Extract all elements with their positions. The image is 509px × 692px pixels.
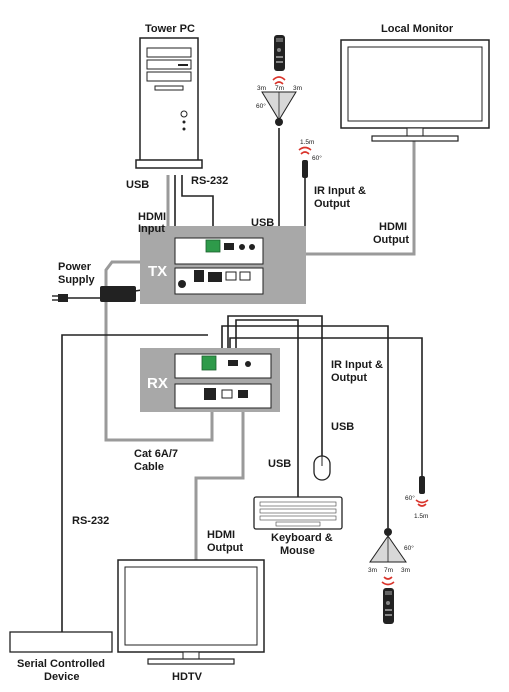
keyboard — [253, 496, 343, 530]
ir-tx-label-1: IR Input & — [314, 185, 366, 197]
top-remote-control — [272, 35, 286, 85]
ir-rx-label-2: Output — [331, 372, 367, 384]
top-ir-range-center: 7m — [275, 85, 284, 92]
cable-ir-rx-1 — [221, 325, 389, 528]
usb-rx-keyboard-label: USB — [268, 458, 291, 470]
local-monitor-label: Local Monitor — [381, 23, 454, 35]
ir-rx-label-1: IR Input & — [331, 359, 383, 371]
power-supply-label-1: Power — [58, 261, 92, 273]
tower-pc-label: Tower PC — [145, 23, 195, 35]
bottom-sensor-angle: 60° — [405, 494, 415, 502]
power-supply-adapter — [52, 286, 136, 302]
cable-cat6a — [104, 260, 214, 442]
hdmi-output-tx-label-2: Output — [373, 234, 409, 246]
bottom-ir-range-right: 3m — [401, 567, 410, 574]
bottom-ir-range-fan — [369, 528, 407, 563]
bottom-ir-angle: 60° — [404, 544, 414, 552]
tx-extender — [140, 226, 306, 304]
cable-usb-rx-mouse — [227, 315, 323, 456]
keyboard-mouse-label-1: Keyboard & — [271, 532, 333, 544]
top-ir-range-fan — [261, 91, 297, 126]
usb-rx-mouse-label: USB — [331, 421, 354, 433]
top-ir-range-left: 3m — [257, 85, 266, 92]
mouse — [313, 455, 331, 481]
cable-usb-rx-keyboard — [235, 319, 299, 497]
serial-device-label-1: Serial Controlled — [17, 658, 105, 670]
tower-pc — [135, 37, 203, 169]
cat-cable-label-2: Cable — [134, 461, 164, 473]
tx-label: TX — [148, 263, 167, 280]
cat-cable-label-1: Cat 6A/7 — [134, 448, 178, 460]
top-sensor-range: 1.5m — [300, 139, 314, 146]
usb-pc-label: USB — [126, 179, 149, 191]
bottom-remote-control — [381, 576, 395, 624]
bottom-sensor-range: 1.5m — [414, 513, 428, 520]
hdtv-label: HDTV — [172, 671, 203, 683]
power-supply-label-2: Supply — [58, 274, 96, 286]
local-monitor — [340, 39, 490, 142]
usb-tx-label: USB — [251, 217, 274, 229]
top-ir-sensor — [298, 146, 312, 178]
top-ir-range-right: 3m — [293, 85, 302, 92]
cable-hdmi-to-monitor — [260, 140, 416, 256]
cable-hdmi-rx-to-hdtv — [194, 400, 245, 560]
rs232-rx-label: RS-232 — [72, 515, 109, 527]
hdmi-input-label-2: Input — [138, 223, 165, 235]
keyboard-mouse-label-2: Mouse — [280, 545, 315, 557]
hdtv — [117, 559, 265, 665]
serial-controlled-device — [9, 631, 113, 653]
rx-extender — [140, 348, 280, 412]
serial-device-label-2: Device — [44, 671, 79, 683]
ir-tx-label-2: Output — [314, 198, 350, 210]
cable-ir-rx-2 — [229, 337, 423, 480]
cable-rs232-rx-to-serial — [61, 334, 208, 632]
bottom-ir-range-center: 7m — [384, 567, 393, 574]
hdmi-input-label-1: HDMI — [138, 211, 166, 223]
rx-label: RX — [147, 375, 168, 392]
cable-rs232-pc-to-tx — [181, 175, 214, 240]
bottom-ir-range-left: 3m — [368, 567, 377, 574]
bottom-ir-sensor — [415, 476, 429, 507]
hdmi-output-tx-label-1: HDMI — [379, 221, 407, 233]
top-sensor-angle: 60° — [312, 154, 322, 162]
top-ir-angle: 60° — [256, 102, 266, 110]
rs232-pc-label: RS-232 — [191, 175, 228, 187]
hdmi-output-rx-label-2: Output — [207, 542, 243, 554]
hdmi-output-rx-label-1: HDMI — [207, 529, 235, 541]
